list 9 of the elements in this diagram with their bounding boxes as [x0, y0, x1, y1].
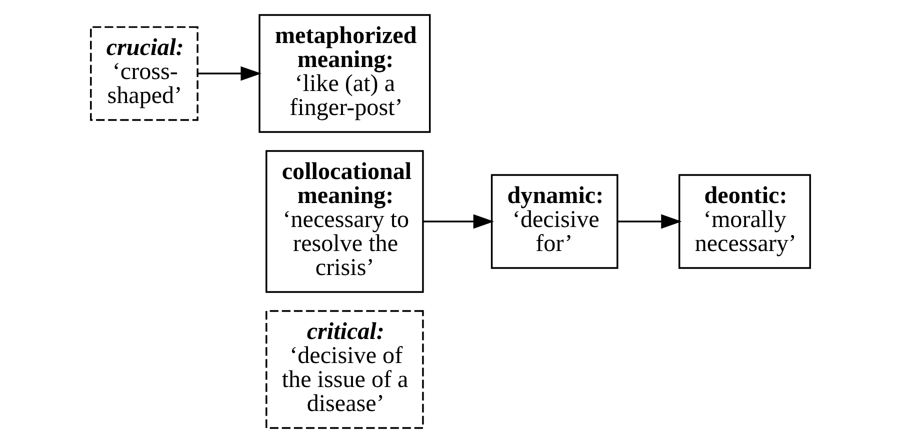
node-box: dynamic: ‘decisive for’ [490, 174, 618, 269]
node-box: critical: ‘decisive of the issue of a disease’ [265, 310, 424, 429]
arrow [422, 214, 494, 229]
arrow [197, 66, 261, 81]
node-box: crucial: ‘cross-shaped’ [90, 26, 198, 121]
node-box: collocational meaning: ‘necessary to resolve the crisis’ [265, 150, 424, 293]
node-box: deontic: ‘morally necessary’ [678, 174, 810, 269]
node-box: metaphorized meaning: ‘like (at) a finger-post’ [258, 14, 430, 133]
arrow [616, 214, 682, 229]
